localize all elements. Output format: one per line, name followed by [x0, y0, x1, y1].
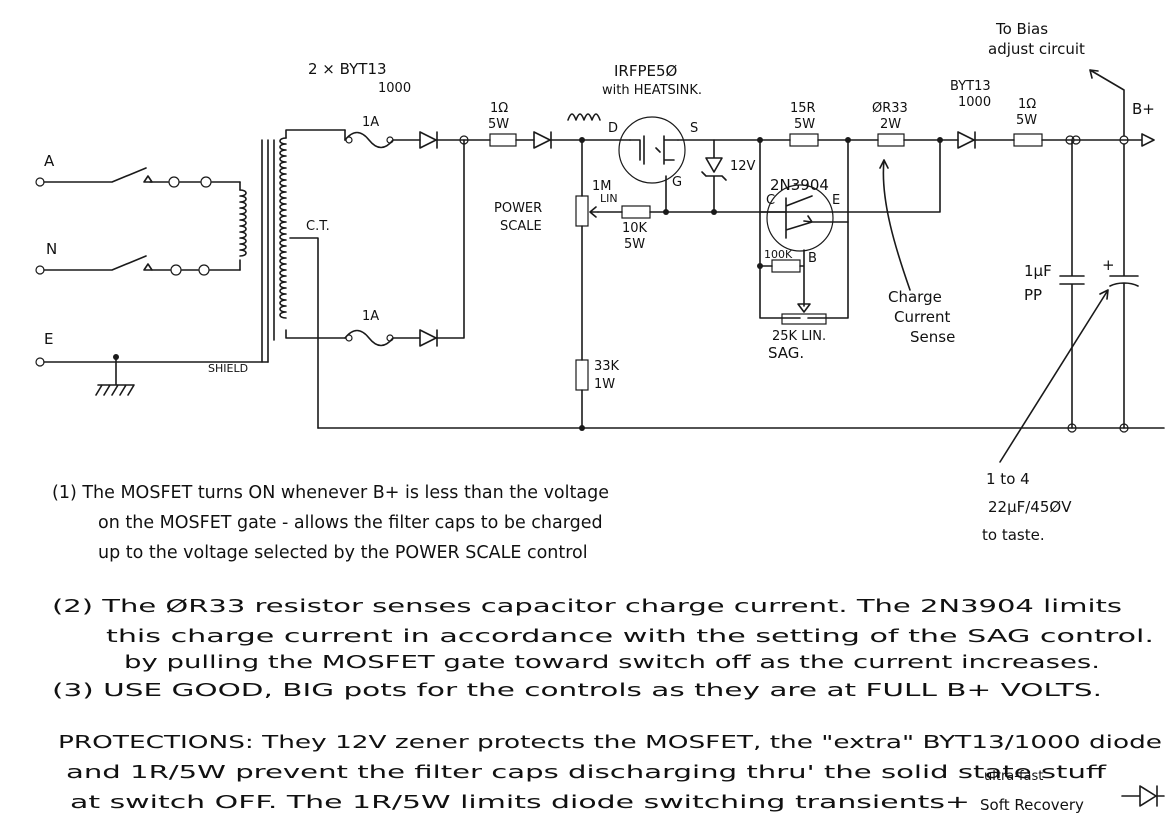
label-pot1m-2: LIN	[600, 192, 618, 205]
label-rout-power: 5W	[1016, 113, 1037, 128]
label-caps-note-1: 1 to 4	[986, 470, 1030, 488]
label-charge-3: Sense	[910, 328, 955, 346]
label-power-scale-1: POWER	[494, 201, 542, 216]
note-1-line-3: up to the voltage selected by the POWER …	[98, 543, 588, 563]
label-cap2-plus: +	[1102, 256, 1115, 274]
label-input-n: N	[46, 240, 57, 258]
label-shield: SHIELD	[208, 362, 248, 375]
label-caps-note-2: 22µF/45ØV	[988, 498, 1072, 516]
filter-capacitors: 1µF PP + 1 to 4 22µF/45ØV to taste.	[317, 139, 1165, 544]
label-cap1-1: 1µF	[1024, 262, 1052, 280]
label-fuse-bottom: 1A	[362, 309, 379, 324]
label-cap1-2: PP	[1024, 286, 1042, 304]
terminal-a	[35, 177, 45, 187]
terminal-n	[35, 265, 45, 275]
label-ultrafast: ultra-fast	[984, 769, 1043, 784]
protections-line-2: and 1R/5W prevent the filter caps discha…	[66, 763, 1108, 783]
label-drain: D	[608, 121, 618, 136]
label-bplus: B+	[1132, 100, 1155, 118]
label-diode-pair-1: 2 × BYT13	[308, 60, 387, 78]
transformer: C.T.	[239, 129, 346, 429]
label-byt-1: BYT13	[950, 79, 991, 94]
label-charge-2: Current	[894, 308, 950, 326]
label-to-bias-2: adjust circuit	[988, 40, 1085, 58]
label-diode-pair-2: 1000	[378, 81, 411, 96]
label-pin-e: E	[832, 193, 840, 208]
note-2-line-1: (2) The ØR33 resistor senses capacitor c…	[52, 597, 1122, 617]
protections-line-1: PROTECTIONS: They 12V zener protects the…	[58, 733, 1162, 753]
label-input-e: E	[44, 330, 53, 348]
label-r33k-1: 33K	[594, 359, 620, 374]
label-r10k-1: 10K	[622, 221, 648, 236]
label-r100k: 100K	[764, 248, 793, 261]
label-fuse-top: 1A	[362, 115, 379, 130]
label-mosfet-2: with HEATSINK.	[602, 83, 702, 98]
label-r1-value: 1Ω	[490, 101, 508, 116]
label-r033-value: ØR33	[872, 101, 908, 116]
note-1-line-1: (1) The MOSFET turns ON whenever B+ is l…	[52, 483, 609, 503]
label-input-a: A	[44, 152, 55, 170]
label-zener: 12V	[730, 159, 756, 174]
main-rail: 1Ω 5W D IRFPE5Ø with HEATSINK. S G 12V 1…	[463, 20, 1155, 429]
label-to-bias-1: To Bias	[995, 20, 1048, 38]
label-r10k-2: 5W	[624, 237, 645, 252]
label-pot1m-1: 1M	[592, 179, 612, 194]
label-charge-1: Charge	[888, 288, 942, 306]
label-rout-value: 1Ω	[1018, 97, 1036, 112]
label-source: S	[690, 121, 698, 136]
note-2-line-2: this charge current in accordance with t…	[106, 627, 1154, 647]
label-byt-2: 1000	[958, 95, 991, 110]
label-power-scale-2: SCALE	[500, 219, 542, 234]
label-caps-note-3: to taste.	[982, 526, 1045, 544]
label-pot25k: 25K LIN.	[772, 329, 826, 344]
protections-line-3: at switch OFF. The 1R/5W limits diode sw…	[70, 793, 970, 813]
sag-circuit: 2N3904 C E B 100K 25K LIN. SAG. Charge C…	[757, 139, 955, 362]
note-1-line-2: on the MOSFET gate - allows the filter c…	[98, 513, 603, 533]
label-gate: G	[672, 175, 682, 190]
label-sag: SAG.	[768, 344, 804, 362]
label-r1-power: 5W	[488, 117, 509, 132]
notes: (1) The MOSFET turns ON whenever B+ is l…	[52, 483, 1165, 814]
label-r15-value: 15R	[790, 101, 816, 116]
label-mosfet-1: IRFPE5Ø	[614, 62, 678, 80]
note-3-line-1: (3) USE GOOD, BIG pots for the controls …	[52, 681, 1102, 701]
label-ct: C.T.	[306, 219, 330, 234]
diode-icon	[1121, 785, 1165, 807]
label-transistor: 2N3904	[770, 176, 829, 194]
transistor-symbol	[766, 184, 834, 252]
mosfet-symbol	[618, 116, 686, 184]
label-r033-power: 2W	[880, 117, 901, 132]
label-pin-b: B	[808, 251, 817, 266]
rectifier: 2 × BYT13 1000 1A 1A	[308, 60, 469, 347]
note-2-line-3: by pulling the MOSFET gate toward switch…	[124, 653, 1100, 673]
terminal-e	[35, 357, 45, 367]
label-r15-power: 5W	[794, 117, 815, 132]
label-r33k-2: 1W	[594, 377, 615, 392]
mains-inputs: A N E SHIELD	[35, 152, 269, 396]
label-soft-recovery: Soft Recovery	[980, 796, 1084, 814]
label-pin-c: C	[766, 193, 775, 208]
